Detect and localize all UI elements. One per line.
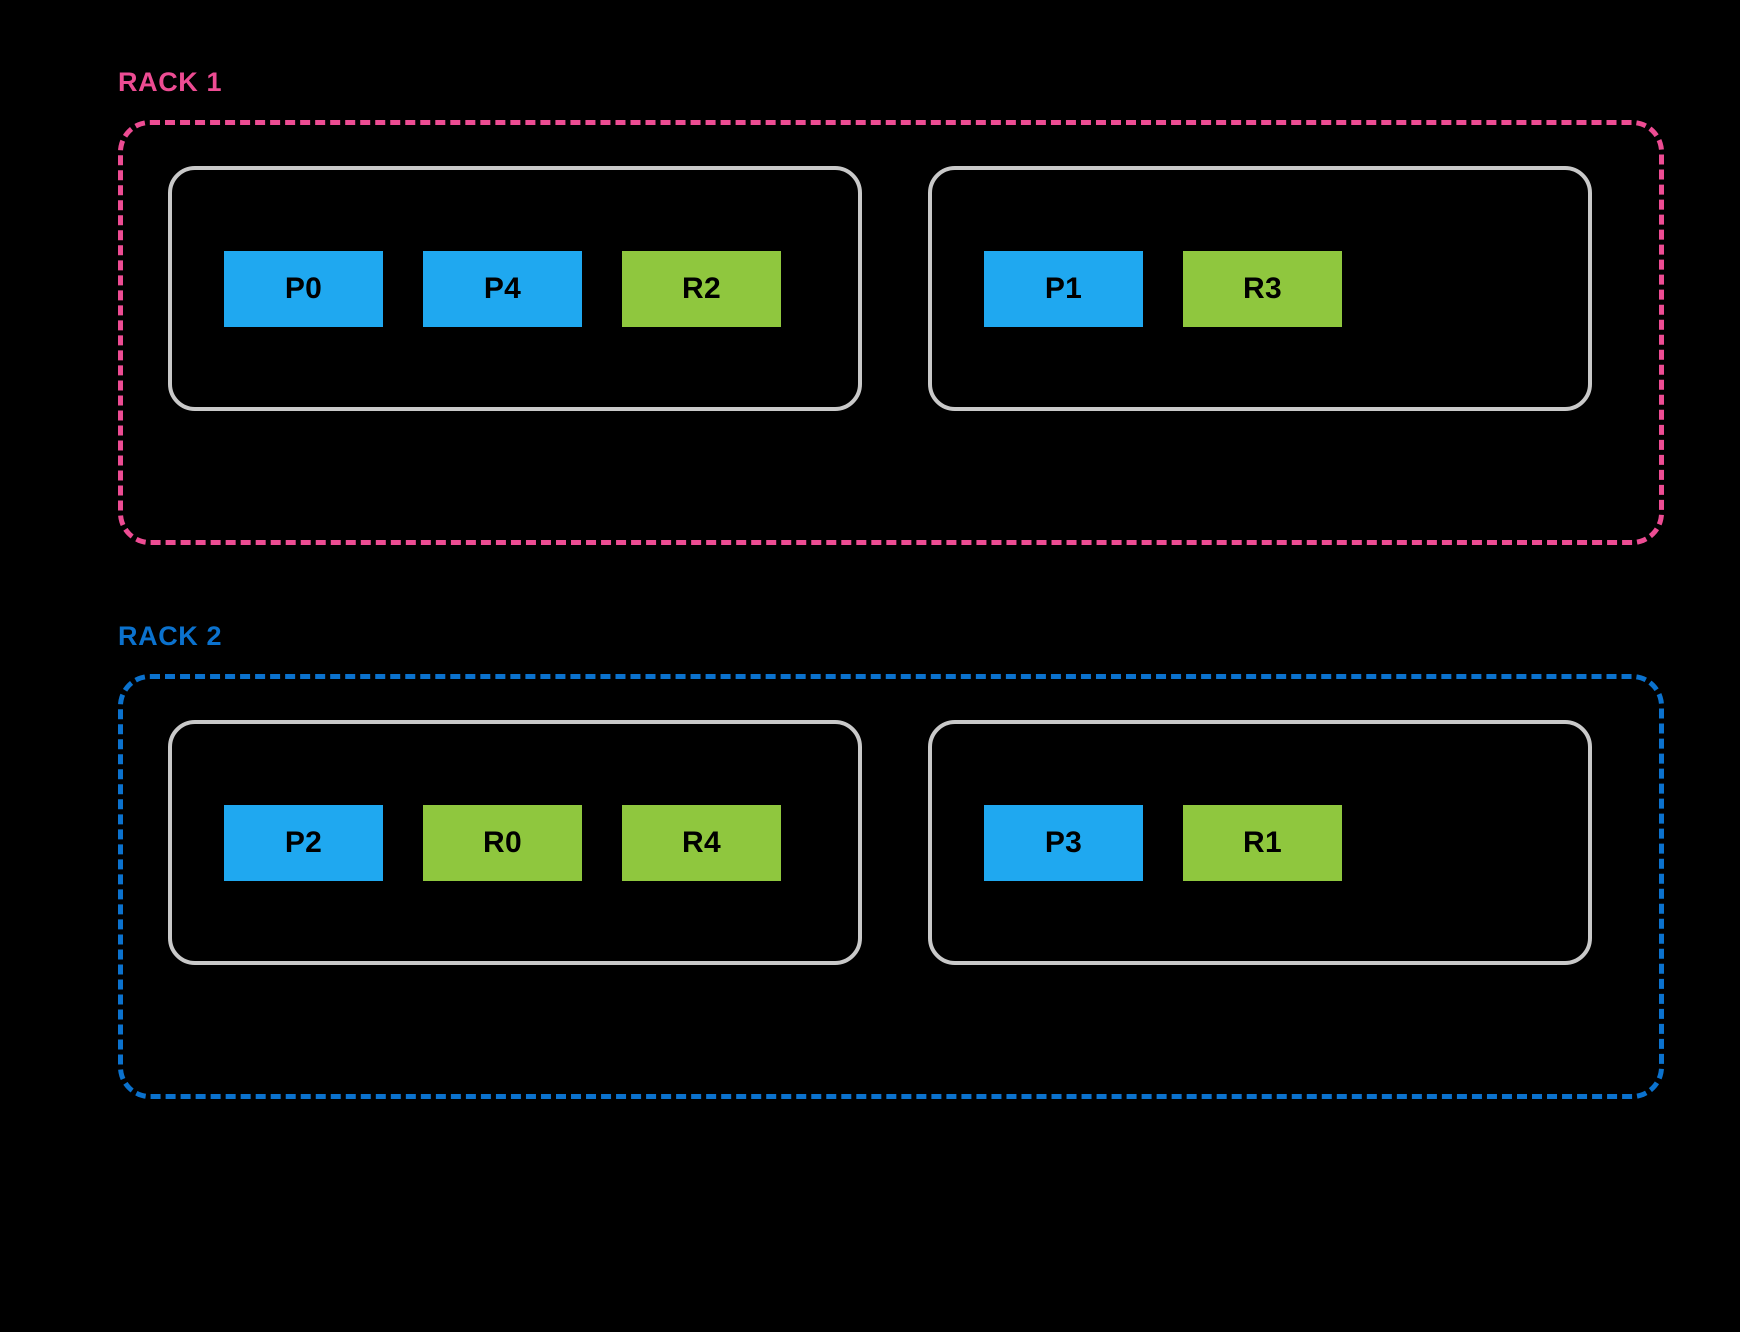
rack-group-1: RACK 1 P0 P4 R2 P1 R3 [118,66,1664,545]
unit-row-rack1-node1: P0 P4 R2 [224,250,781,327]
replica-unit-r0[interactable]: R0 [423,804,582,881]
partition-unit-p2[interactable]: P2 [224,804,383,881]
rack-label-2: RACK 2 [118,621,223,651]
rack-boundary-2: P2 R0 R4 P3 R1 [118,674,1664,1099]
replica-unit-r3[interactable]: R3 [1183,250,1342,327]
rack-boundary-1: P0 P4 R2 P1 R3 [118,120,1664,545]
partition-unit-p3[interactable]: P3 [984,804,1143,881]
replica-unit-r1[interactable]: R1 [1183,804,1342,881]
node-box-rack1-node2[interactable]: P1 R3 [928,166,1592,411]
rack-label-1: RACK 1 [118,67,223,97]
rack-group-2: RACK 2 P2 R0 R4 P3 R1 [118,620,1664,1099]
unit-row-rack1-node2: P1 R3 [984,250,1342,327]
replica-unit-r4[interactable]: R4 [622,804,781,881]
replica-unit-r2[interactable]: R2 [622,250,781,327]
node-box-rack2-node2[interactable]: P3 R1 [928,720,1592,965]
node-row-rack-2: P2 R0 R4 P3 R1 [168,720,1614,965]
unit-row-rack2-node1: P2 R0 R4 [224,804,781,881]
node-box-rack1-node1[interactable]: P0 P4 R2 [168,166,862,411]
node-row-rack-1: P0 P4 R2 P1 R3 [168,166,1614,411]
unit-row-rack2-node2: P3 R1 [984,804,1342,881]
partition-unit-p1[interactable]: P1 [984,250,1143,327]
node-box-rack2-node1[interactable]: P2 R0 R4 [168,720,862,965]
partition-unit-p0[interactable]: P0 [224,250,383,327]
partition-unit-p4[interactable]: P4 [423,250,582,327]
